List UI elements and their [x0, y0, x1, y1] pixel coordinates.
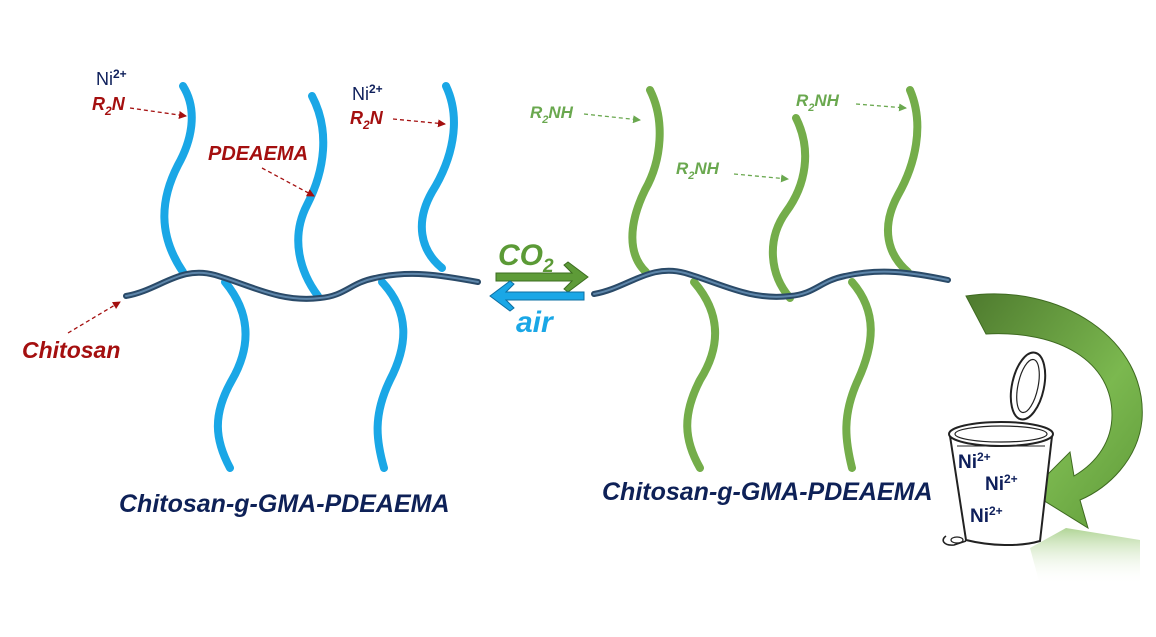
reverse-arrow	[489, 280, 585, 312]
bin-ni-ion-1: Ni2+	[958, 450, 991, 473]
right-polymer	[591, 86, 951, 472]
bin-body	[949, 435, 1053, 547]
bin-arrow	[965, 293, 1143, 585]
amine-label-left-2: R2N	[350, 108, 384, 132]
right-upper-chain-2	[768, 114, 810, 302]
pdeaema-label: PDEAEMA	[208, 143, 308, 165]
left-upper-chain-2	[294, 92, 328, 300]
amine-label-right-1: R2NH	[530, 103, 574, 126]
bin-lid	[1009, 351, 1047, 421]
amine-pointer-left-2	[392, 118, 446, 128]
right-caption: Chitosan-g-GMA-PDEAEMA	[602, 478, 933, 506]
pdeaema-pointer	[261, 167, 315, 197]
left-caption: Chitosan-g-GMA-PDEAEMA	[119, 490, 450, 518]
left-lower-chain-1	[213, 278, 250, 472]
chitosan-label: Chitosan	[22, 337, 120, 363]
amine-pointer-right-2	[733, 173, 789, 183]
amine-label-right-2: R2NH	[676, 159, 720, 182]
right-lower-chain-2	[842, 278, 875, 472]
right-upper-chain-1	[628, 86, 664, 276]
co2-label: CO2	[498, 239, 554, 277]
left-upper-chain-1	[160, 82, 196, 276]
curved-disposal-arrow	[965, 293, 1143, 530]
bin-ni-ion-3: Ni2+	[970, 504, 1003, 527]
amine-pointer-left-1	[129, 107, 187, 119]
amine-pointer-right-3	[855, 103, 907, 112]
left-upper-chain-3	[417, 82, 458, 272]
amine-label-right-3: R2NH	[796, 91, 840, 114]
ni-ion-label-2: Ni2+	[352, 82, 383, 104]
right-upper-chain-3	[883, 86, 922, 276]
bin-ni-ion-2: Ni2+	[985, 472, 1018, 495]
amine-label-left-1: R2N	[92, 94, 126, 118]
amine-pointer-right-1	[583, 113, 641, 124]
trash-bin-icon: Ni2+ Ni2+ Ni2+	[942, 351, 1054, 547]
right-lower-chain-1	[683, 278, 720, 472]
air-label: air	[516, 306, 555, 339]
left-polymer	[123, 82, 481, 472]
ni-ion-label-1: Ni2+	[96, 67, 127, 89]
left-lower-chain-2	[373, 278, 408, 472]
forward-arrow	[495, 261, 589, 293]
arrow-reflection	[1030, 528, 1140, 585]
equilibrium-arrows: CO2 air	[489, 239, 589, 339]
chitosan-pointer	[67, 301, 121, 334]
